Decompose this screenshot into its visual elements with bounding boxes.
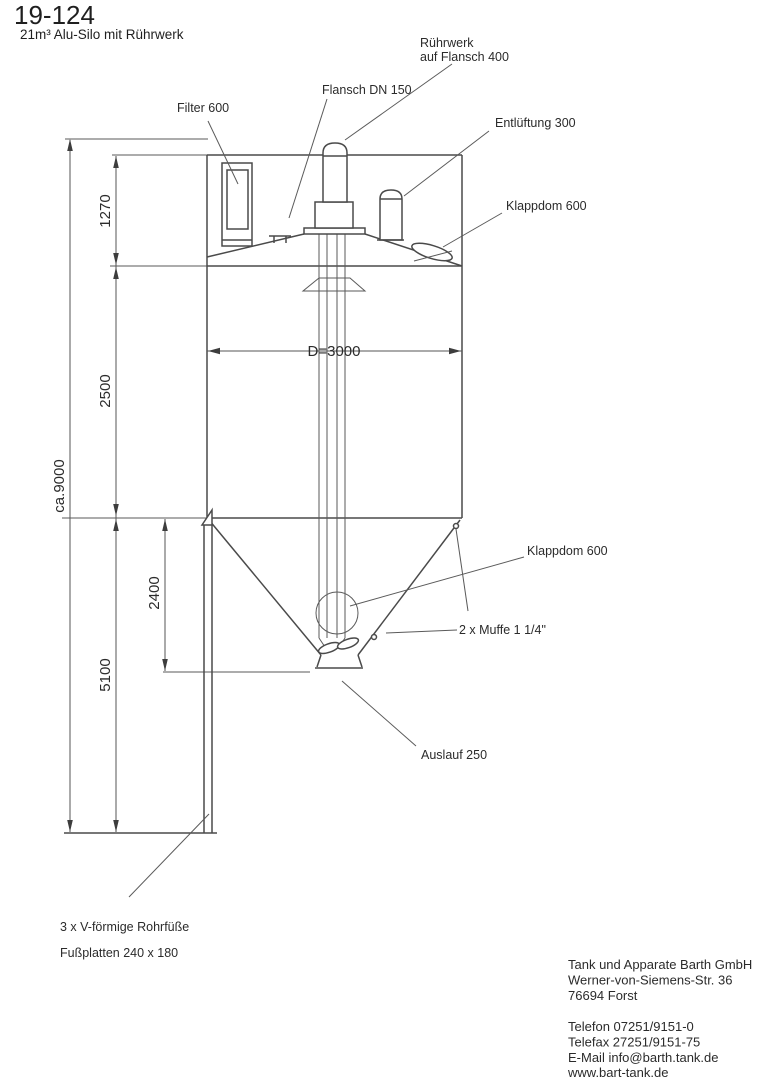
leader-flansch <box>288 98 328 219</box>
mount-adapter-box <box>314 201 354 229</box>
hinged-dome-top <box>411 242 453 262</box>
label-filter: Filter 600 <box>177 101 229 115</box>
company-email: E-Mail info@barth.tank.de <box>568 1050 719 1065</box>
roof-slope-left <box>206 233 305 258</box>
propeller-blade-right <box>336 637 360 650</box>
leg-gusset <box>200 507 213 526</box>
label-klappdom-cone: Klappdom 600 <box>527 544 608 558</box>
roof-nozzle-stub <box>269 235 291 243</box>
leader-klappdom-cone <box>349 556 525 607</box>
component-labels: Rührwerk auf Flansch 400 Flansch DN 150 … <box>60 36 608 960</box>
company-fax: Telefax 27251/9151-75 <box>568 1035 700 1050</box>
hinged-dome-cone-circle <box>315 591 359 635</box>
label-fuesse: 3 x V-förmige Rohrfüße <box>60 920 189 934</box>
filter-box <box>221 162 253 247</box>
dimension-texts: ca.9000 1270 2500 5100 2400 D=3000 <box>51 194 360 691</box>
muffe-mark-upper <box>452 522 460 530</box>
agitator-dome <box>322 142 348 203</box>
cone-left-edge <box>208 519 322 656</box>
agitator-shaft <box>301 234 367 648</box>
dim-cylinder-height: 2500 <box>97 374 114 407</box>
dim-roof-height: 1270 <box>97 194 114 227</box>
label-fussplatten: Fußplatten 240 x 180 <box>60 946 178 960</box>
leader-lines <box>128 63 525 898</box>
cone-right-edge <box>357 519 461 656</box>
muffe-mark-lower <box>370 633 378 641</box>
label-auslauf: Auslauf 250 <box>421 748 487 762</box>
label-flansch: Flansch DN 150 <box>322 83 412 97</box>
company-phone: Telefon 07251/9151-0 <box>568 1019 694 1034</box>
cone-section <box>208 519 461 669</box>
drawing-number: 19-124 <box>14 0 95 30</box>
extension-lines <box>62 138 310 673</box>
dim-diameter: D=3000 <box>308 343 361 360</box>
company-street: Werner-von-Siemens-Str. 36 <box>568 973 733 988</box>
company-info: Tank und Apparate Barth GmbH Werner-von-… <box>567 957 752 1080</box>
leader-auslauf <box>341 680 417 747</box>
leader-legs <box>128 813 210 898</box>
label-entlueftung: Entlüftung 300 <box>495 116 576 130</box>
dimension-lines <box>67 139 462 832</box>
leader-filter <box>207 120 239 185</box>
label-ruehrwerk-line1: Rührwerk <box>420 36 474 50</box>
leader-muffe-lower <box>385 629 458 634</box>
label-klappdom-top: Klappdom 600 <box>506 199 587 213</box>
agitator-mount <box>303 142 366 235</box>
outlet-neck <box>316 654 363 668</box>
dim-total-height: ca.9000 <box>51 459 68 512</box>
dim-leg-height: 5100 <box>97 658 114 691</box>
shaft-baffle-cone <box>301 277 367 292</box>
company-city: 76694 Forst <box>568 988 638 1003</box>
company-web: www.bart-tank.de <box>567 1065 668 1080</box>
label-muffe: 2 x Muffe 1 1/4" <box>459 623 546 637</box>
support-leg <box>64 507 217 834</box>
leader-entlueftung <box>403 130 490 197</box>
leader-ruehrwerk <box>344 63 453 141</box>
leg-pipe <box>203 525 213 833</box>
dim-cone-height: 2400 <box>146 576 163 609</box>
label-ruehrwerk-line2: auf Flansch 400 <box>420 50 509 64</box>
drawing-subtitle: 21m³ Alu-Silo mit Rührwerk <box>20 27 184 42</box>
vent-nozzle <box>377 189 404 241</box>
company-name: Tank und Apparate Barth GmbH <box>568 957 752 972</box>
leader-muffe-upper <box>455 528 469 612</box>
mount-flange-plate <box>303 227 366 235</box>
leader-klappdom-top <box>442 212 503 248</box>
